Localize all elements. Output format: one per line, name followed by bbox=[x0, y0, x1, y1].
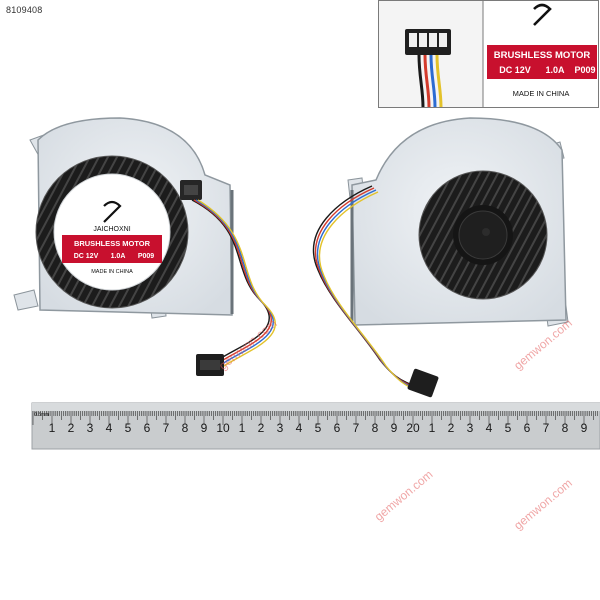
logo-icon bbox=[103, 200, 122, 223]
ruler-digit: 3 bbox=[467, 421, 474, 435]
ruler-digit: 8 bbox=[182, 421, 189, 435]
ruler-digit: 4 bbox=[106, 421, 113, 435]
ruler-digit: 1 bbox=[429, 421, 436, 435]
inset-type: BRUSHLESS MOTOR bbox=[494, 50, 591, 61]
ruler-digit: 5 bbox=[125, 421, 132, 435]
right-cable-connector bbox=[407, 368, 439, 398]
watermark: gemwon.com bbox=[216, 316, 280, 373]
ruler-digit: 10 bbox=[216, 421, 230, 435]
watermark: gemwon.com bbox=[372, 467, 436, 524]
ruler-digit: 8 bbox=[372, 421, 379, 435]
ruler-digit: 1 bbox=[239, 421, 246, 435]
sticker-type: BRUSHLESS MOTOR bbox=[74, 239, 151, 248]
ruler-digit: 3 bbox=[277, 421, 284, 435]
ruler-digit: 20 bbox=[406, 421, 420, 435]
inset-logo-icon bbox=[533, 3, 552, 26]
watermark: gemwon.com bbox=[511, 316, 575, 373]
ruler-digit: 1 bbox=[49, 421, 56, 435]
left-fan: JAICHOXNI BRUSHLESS MOTOR DC 12V 1.0A P0… bbox=[13, 117, 234, 319]
ruler-digit: 5 bbox=[315, 421, 322, 435]
left-fan-mount-tab bbox=[13, 289, 39, 311]
sticker-current: 1.0A bbox=[111, 253, 126, 260]
sticker-model: P009 bbox=[138, 253, 154, 260]
ruler-digit: 6 bbox=[144, 421, 151, 435]
ruler-digit: 9 bbox=[581, 421, 588, 435]
ruler-digit: 2 bbox=[448, 421, 455, 435]
inset-rating: DC 12V bbox=[499, 65, 531, 75]
ruler-digit: 7 bbox=[163, 421, 170, 435]
detail-inset: BRUSHLESS MOTOR DC 12V 1.0A P009 MADE IN… bbox=[378, 0, 599, 108]
ruler-digit: 8 bbox=[562, 421, 569, 435]
ruler-digit: 7 bbox=[353, 421, 360, 435]
sticker-origin: MADE IN CHINA bbox=[91, 269, 133, 275]
ruler-digit: 6 bbox=[334, 421, 341, 435]
detail-inset-canvas: BRUSHLESS MOTOR DC 12V 1.0A P009 MADE IN… bbox=[379, 1, 598, 108]
sku-code: 8109408 bbox=[6, 5, 43, 15]
sticker-brand: JAICHOXNI bbox=[93, 226, 130, 233]
ruler-digit: 9 bbox=[201, 421, 208, 435]
ruler-digit: 5 bbox=[505, 421, 512, 435]
ruler-digit: 2 bbox=[68, 421, 75, 435]
ruler-unit-mark: 0.5mm bbox=[34, 412, 49, 418]
ruler-digit: 4 bbox=[296, 421, 303, 435]
ruler-digit: 7 bbox=[543, 421, 550, 435]
right-fan bbox=[347, 117, 569, 327]
inset-model: P009 bbox=[574, 65, 595, 75]
sticker-rating: DC 12V bbox=[74, 253, 99, 260]
watermark: gemwon.com bbox=[511, 476, 575, 533]
ruler-ticks bbox=[32, 411, 598, 425]
cables bbox=[191, 185, 417, 391]
ruler-digit: 2 bbox=[258, 421, 265, 435]
ruler-digit: 3 bbox=[87, 421, 94, 435]
ruler-digit: 4 bbox=[486, 421, 493, 435]
ruler-digit: 6 bbox=[524, 421, 531, 435]
inset-origin: MADE IN CHINA bbox=[513, 89, 570, 98]
inset-current: 1.0A bbox=[545, 65, 565, 75]
ruler-digit: 9 bbox=[391, 421, 398, 435]
